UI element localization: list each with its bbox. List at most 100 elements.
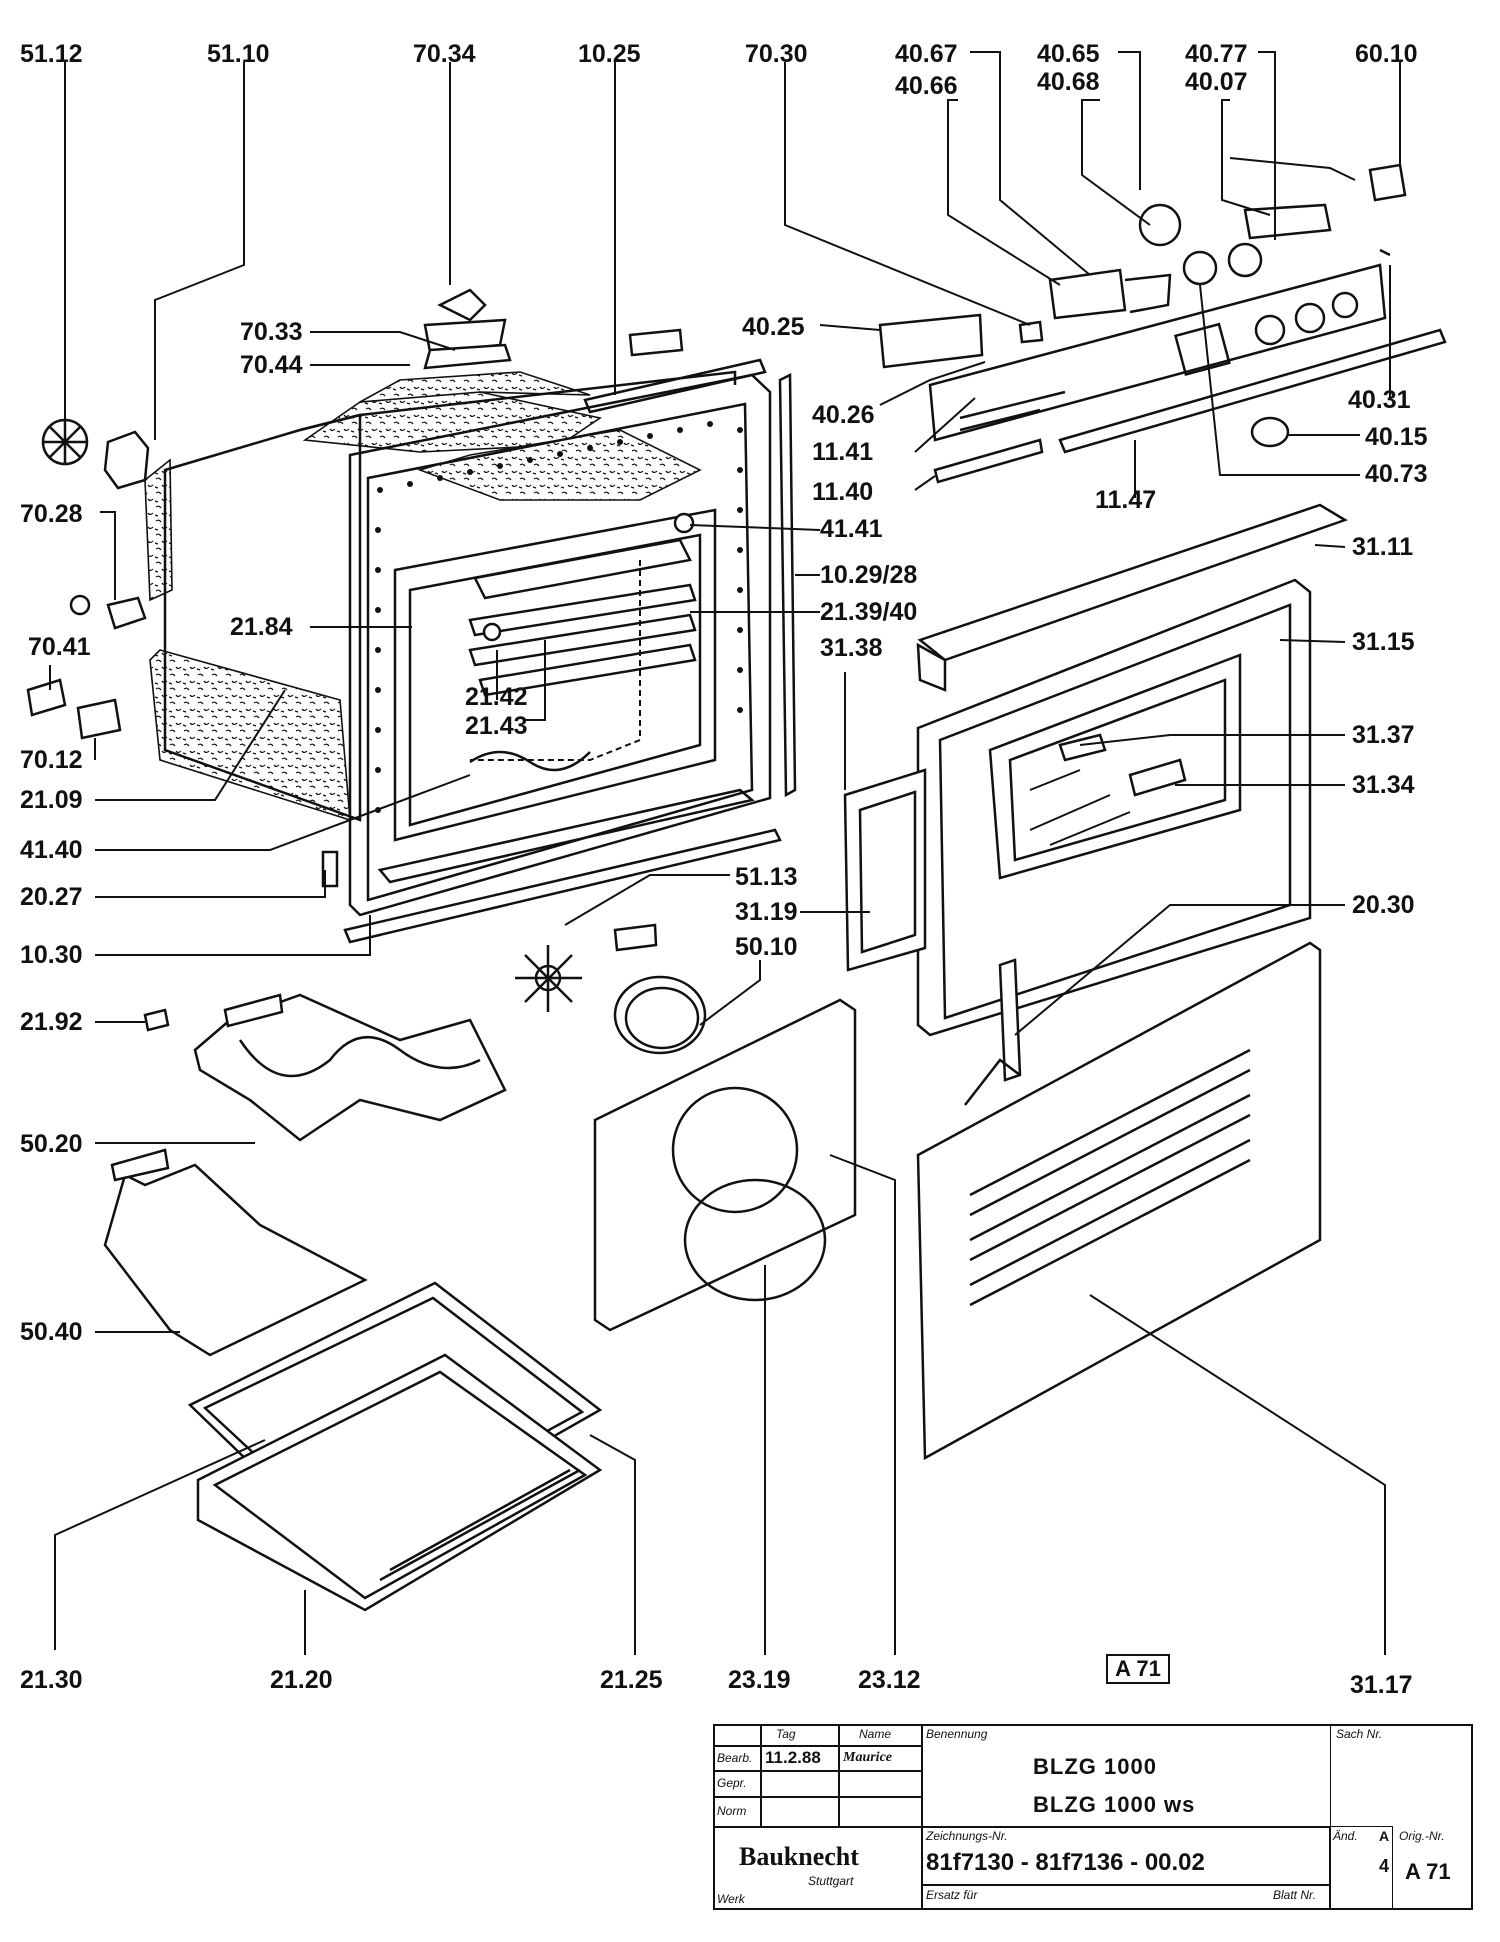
label-10-29-28: 10.29/28 [820, 561, 917, 589]
label-21-25: 21.25 [600, 1666, 663, 1694]
label-50-10: 50.10 [735, 933, 798, 961]
label-21-20: 21.20 [270, 1666, 333, 1694]
label-21-09: 21.09 [20, 786, 83, 814]
label-70-30: 70.30 [745, 40, 808, 68]
selector-40-77 [1243, 203, 1332, 240]
label-21-30: 21.30 [20, 1666, 83, 1694]
orig-value: A 71 [1405, 1859, 1451, 1884]
fan-wheel-51-13 [515, 945, 582, 1012]
ring-heater-50-10 [613, 975, 707, 1055]
label-40-31: 40.31 [1348, 386, 1411, 414]
disc-40-73 [1182, 250, 1218, 286]
fan-grille-23-19 [683, 1178, 827, 1302]
label-70-34: 70.34 [413, 40, 476, 68]
baking-trays [187, 1281, 603, 1612]
werk-label: Werk [717, 1892, 745, 1906]
label-40-25: 40.25 [742, 313, 805, 341]
label-50-40: 50.40 [20, 1318, 83, 1346]
label-20-30: 20.30 [1352, 891, 1415, 919]
label-70-12: 70.12 [20, 746, 83, 774]
label-40-15: 40.15 [1365, 423, 1428, 451]
switch-70-41 [26, 678, 67, 717]
label-40-67: 40.67 [895, 40, 958, 68]
sensor-70-28 [69, 594, 91, 616]
label-21-42: 21.42 [465, 683, 528, 711]
title-block: Tag Name Bearb. Gepr. Norm 11.2.88 Mauri… [713, 1724, 1473, 1910]
label-40-07: 40.07 [1185, 68, 1248, 96]
leader-lines [49, 51, 1401, 1655]
label-40-66: 40.66 [895, 72, 958, 100]
label-10-25: 10.25 [578, 40, 641, 68]
label-11-40: 11.40 [812, 478, 873, 506]
frame-holes [375, 421, 743, 813]
fan-motor [103, 430, 150, 490]
bottom-element-50-40 [103, 1163, 368, 1357]
label-23-19: 23.19 [728, 1666, 791, 1694]
model-1: BLZG 1000 [1033, 1754, 1157, 1779]
bearb-name: Maurice [843, 1750, 892, 1765]
label-31-17: 31.17 [1350, 1671, 1413, 1699]
label-31-34: 31.34 [1352, 771, 1415, 799]
label-10-30: 10.30 [20, 941, 83, 969]
fan-cover-23-19-mesh [671, 1086, 799, 1214]
label-40-73: 40.73 [1365, 460, 1428, 488]
aend-value: 4 [1379, 1856, 1390, 1876]
brand-city: Stuttgart [808, 1874, 854, 1888]
label-21-43: 21.43 [465, 712, 528, 740]
knob-40-15 [1250, 416, 1290, 448]
block-70-12 [76, 698, 122, 740]
hinge-20-27 [321, 850, 339, 888]
part-labels: 51.12 51.10 70.34 10.25 70.30 40.67 40.6… [20, 40, 1428, 1699]
label-50-20: 50.20 [20, 1130, 83, 1158]
panel-bracket-11-40 [933, 438, 1044, 484]
aend-a: A [1379, 1828, 1390, 1844]
label-40-26: 40.26 [812, 401, 875, 429]
label-40-77: 40.77 [1185, 40, 1248, 68]
sheet-reference: A 71 [1106, 1654, 1170, 1684]
label-70-28: 70.28 [20, 500, 83, 528]
aend-label: Änd. [1333, 1829, 1358, 1843]
connector-10-25 [628, 328, 684, 357]
row-gepr: Gepr. [717, 1776, 747, 1790]
bearb-date: 11.2.88 [765, 1748, 821, 1767]
label-11-47: 11.47 [1095, 486, 1156, 514]
model-2: BLZG 1000 ws [1033, 1792, 1196, 1817]
label-70-33: 70.33 [240, 318, 303, 346]
label-70-41: 70.41 [28, 633, 91, 661]
thermostat-60-10 [1368, 163, 1407, 202]
label-51-10: 51.10 [207, 40, 270, 68]
ersatz-label: Ersatz für [926, 1888, 978, 1902]
label-31-38: 31.38 [820, 634, 883, 662]
row-bearb: Bearb. [717, 1751, 753, 1765]
brand-logo: Bauknecht [739, 1842, 859, 1871]
label-40-68: 40.68 [1037, 68, 1100, 96]
sach-label: Sach Nr. [1336, 1727, 1383, 1741]
zeichnung-label: Zeichnungs-Nr. [926, 1829, 1008, 1843]
switch-70-28 [106, 596, 147, 630]
control-panel [878, 157, 1447, 484]
grill-element-50-20 [193, 993, 507, 1142]
label-51-12: 51.12 [20, 40, 83, 68]
fan-wheel-51-12 [41, 418, 89, 466]
timer-40-25 [878, 313, 984, 369]
orig-label: Orig.-Nr. [1399, 1829, 1445, 1843]
label-31-19: 31.19 [735, 898, 798, 926]
label-23-12: 23.12 [858, 1666, 921, 1694]
label-31-11: 31.11 [1352, 533, 1413, 561]
back-wall-23-12 [593, 998, 857, 1332]
oven-cavity [144, 358, 797, 944]
knob-40-68 [1138, 203, 1182, 247]
drawing-number: 81f7130 - 81f7136 - 00.02 [926, 1849, 1205, 1876]
label-21-39-40: 21.39/40 [820, 598, 917, 626]
oven-door [843, 503, 1348, 1461]
blatt-label: Blatt Nr. [1273, 1888, 1316, 1902]
row-norm: Norm [717, 1804, 747, 1818]
col-tag: Tag [776, 1727, 796, 1741]
label-21-84: 21.84 [230, 613, 293, 641]
label-20-27: 20.27 [20, 883, 83, 911]
label-11-41: 11.41 [812, 438, 873, 466]
benennung-label: Benennung [926, 1727, 988, 1741]
switch-40-67 [1048, 268, 1127, 320]
label-60-10: 60.10 [1355, 40, 1418, 68]
